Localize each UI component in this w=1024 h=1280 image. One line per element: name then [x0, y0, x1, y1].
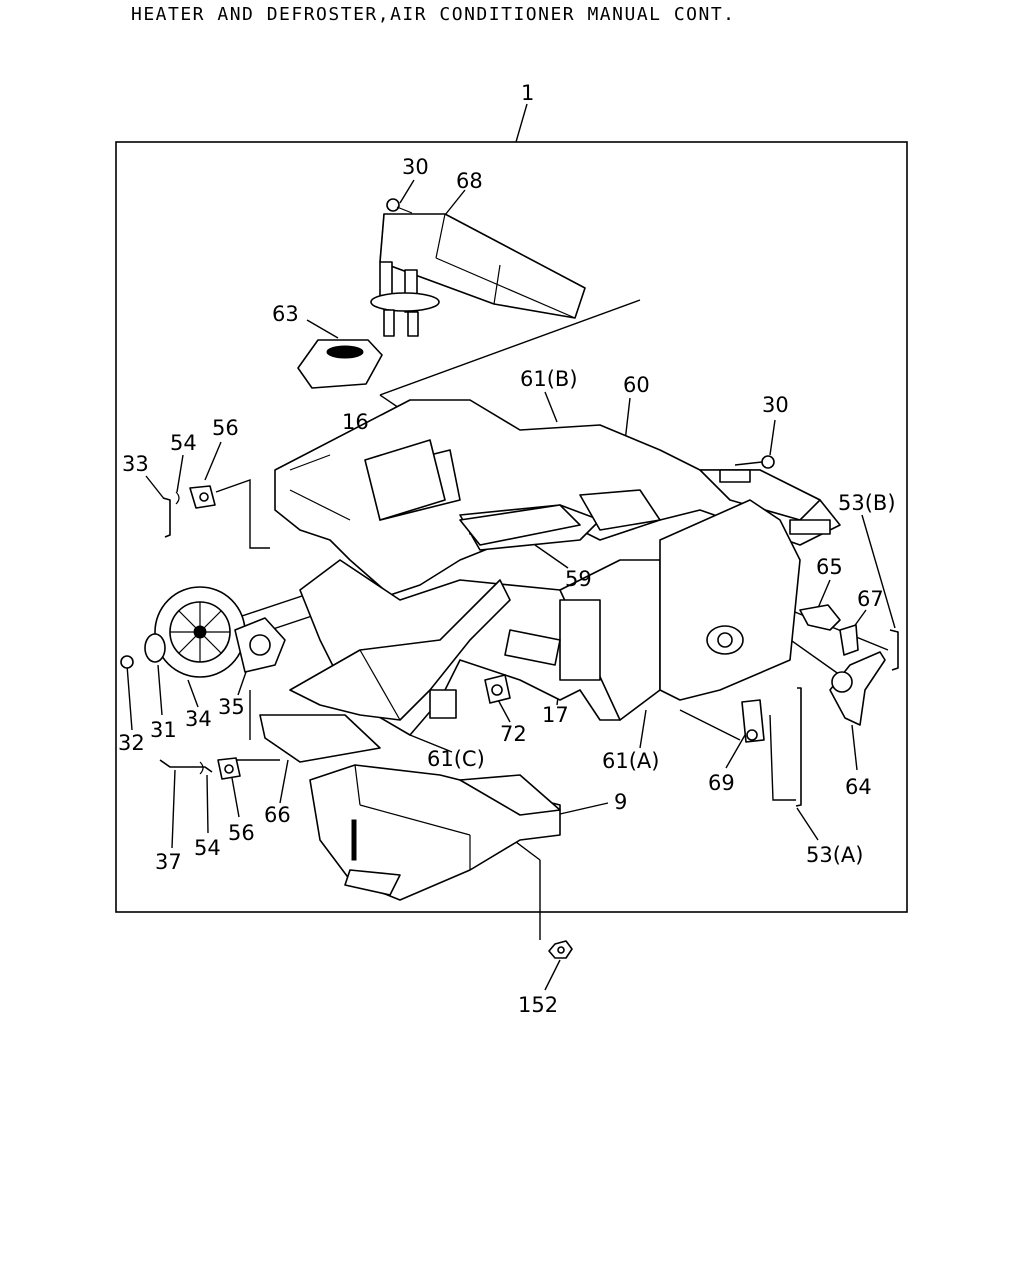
door-59	[459, 504, 581, 546]
label-53a: 53(A)	[806, 843, 863, 867]
seal	[297, 339, 383, 389]
label-72: 72	[500, 722, 527, 746]
label-54-bottom: 54	[194, 836, 221, 860]
label-64: 64	[845, 775, 872, 799]
label-37: 37	[155, 850, 182, 874]
label-60: 60	[623, 373, 650, 397]
part-labels: 1 30 68 63 61(B) 60 30 16 56 54 33 53(B)…	[118, 81, 896, 1017]
screw	[386, 198, 413, 214]
screw-right	[761, 455, 775, 469]
duct	[289, 579, 511, 721]
door-16	[364, 439, 446, 521]
door-66	[259, 714, 381, 763]
lower-case-9	[309, 764, 561, 901]
label-152: 152	[518, 993, 558, 1017]
label-9: 9	[614, 790, 627, 814]
nut	[548, 940, 573, 959]
label-56-bottom: 56	[228, 821, 255, 845]
label-33: 33	[122, 452, 149, 476]
label-17: 17	[542, 703, 569, 727]
label-56-top: 56	[212, 416, 239, 440]
page-title: HEATER AND DEFROSTER,AIR CONDITIONER MAN…	[131, 4, 736, 25]
part-17	[504, 629, 561, 666]
label-54-top: 54	[170, 431, 197, 455]
link-72	[484, 674, 511, 704]
label-69: 69	[708, 771, 735, 795]
label-67: 67	[857, 587, 884, 611]
label-1: 1	[521, 81, 534, 105]
label-66: 66	[264, 803, 291, 827]
label-31: 31	[150, 718, 177, 742]
linkage-right	[741, 604, 899, 807]
label-30-top: 30	[402, 155, 429, 179]
blower-assembly	[120, 586, 286, 678]
heater-core	[370, 213, 586, 337]
label-65: 65	[816, 555, 843, 579]
label-53b: 53(B)	[838, 491, 896, 515]
label-61b: 61(B)	[520, 367, 578, 391]
label-68: 68	[456, 169, 483, 193]
label-61c: 61(C)	[427, 747, 485, 771]
label-63: 63	[272, 302, 299, 326]
label-16: 16	[342, 410, 369, 434]
label-61a: 61(A)	[602, 749, 659, 773]
label-35: 35	[218, 695, 245, 719]
label-30-right: 30	[762, 393, 789, 417]
label-32: 32	[118, 731, 145, 755]
linkage-upper-left	[162, 485, 216, 538]
label-34: 34	[185, 707, 212, 731]
assembly-frame	[115, 141, 908, 913]
linkage-lower-left	[159, 757, 241, 780]
label-59: 59	[565, 567, 592, 591]
